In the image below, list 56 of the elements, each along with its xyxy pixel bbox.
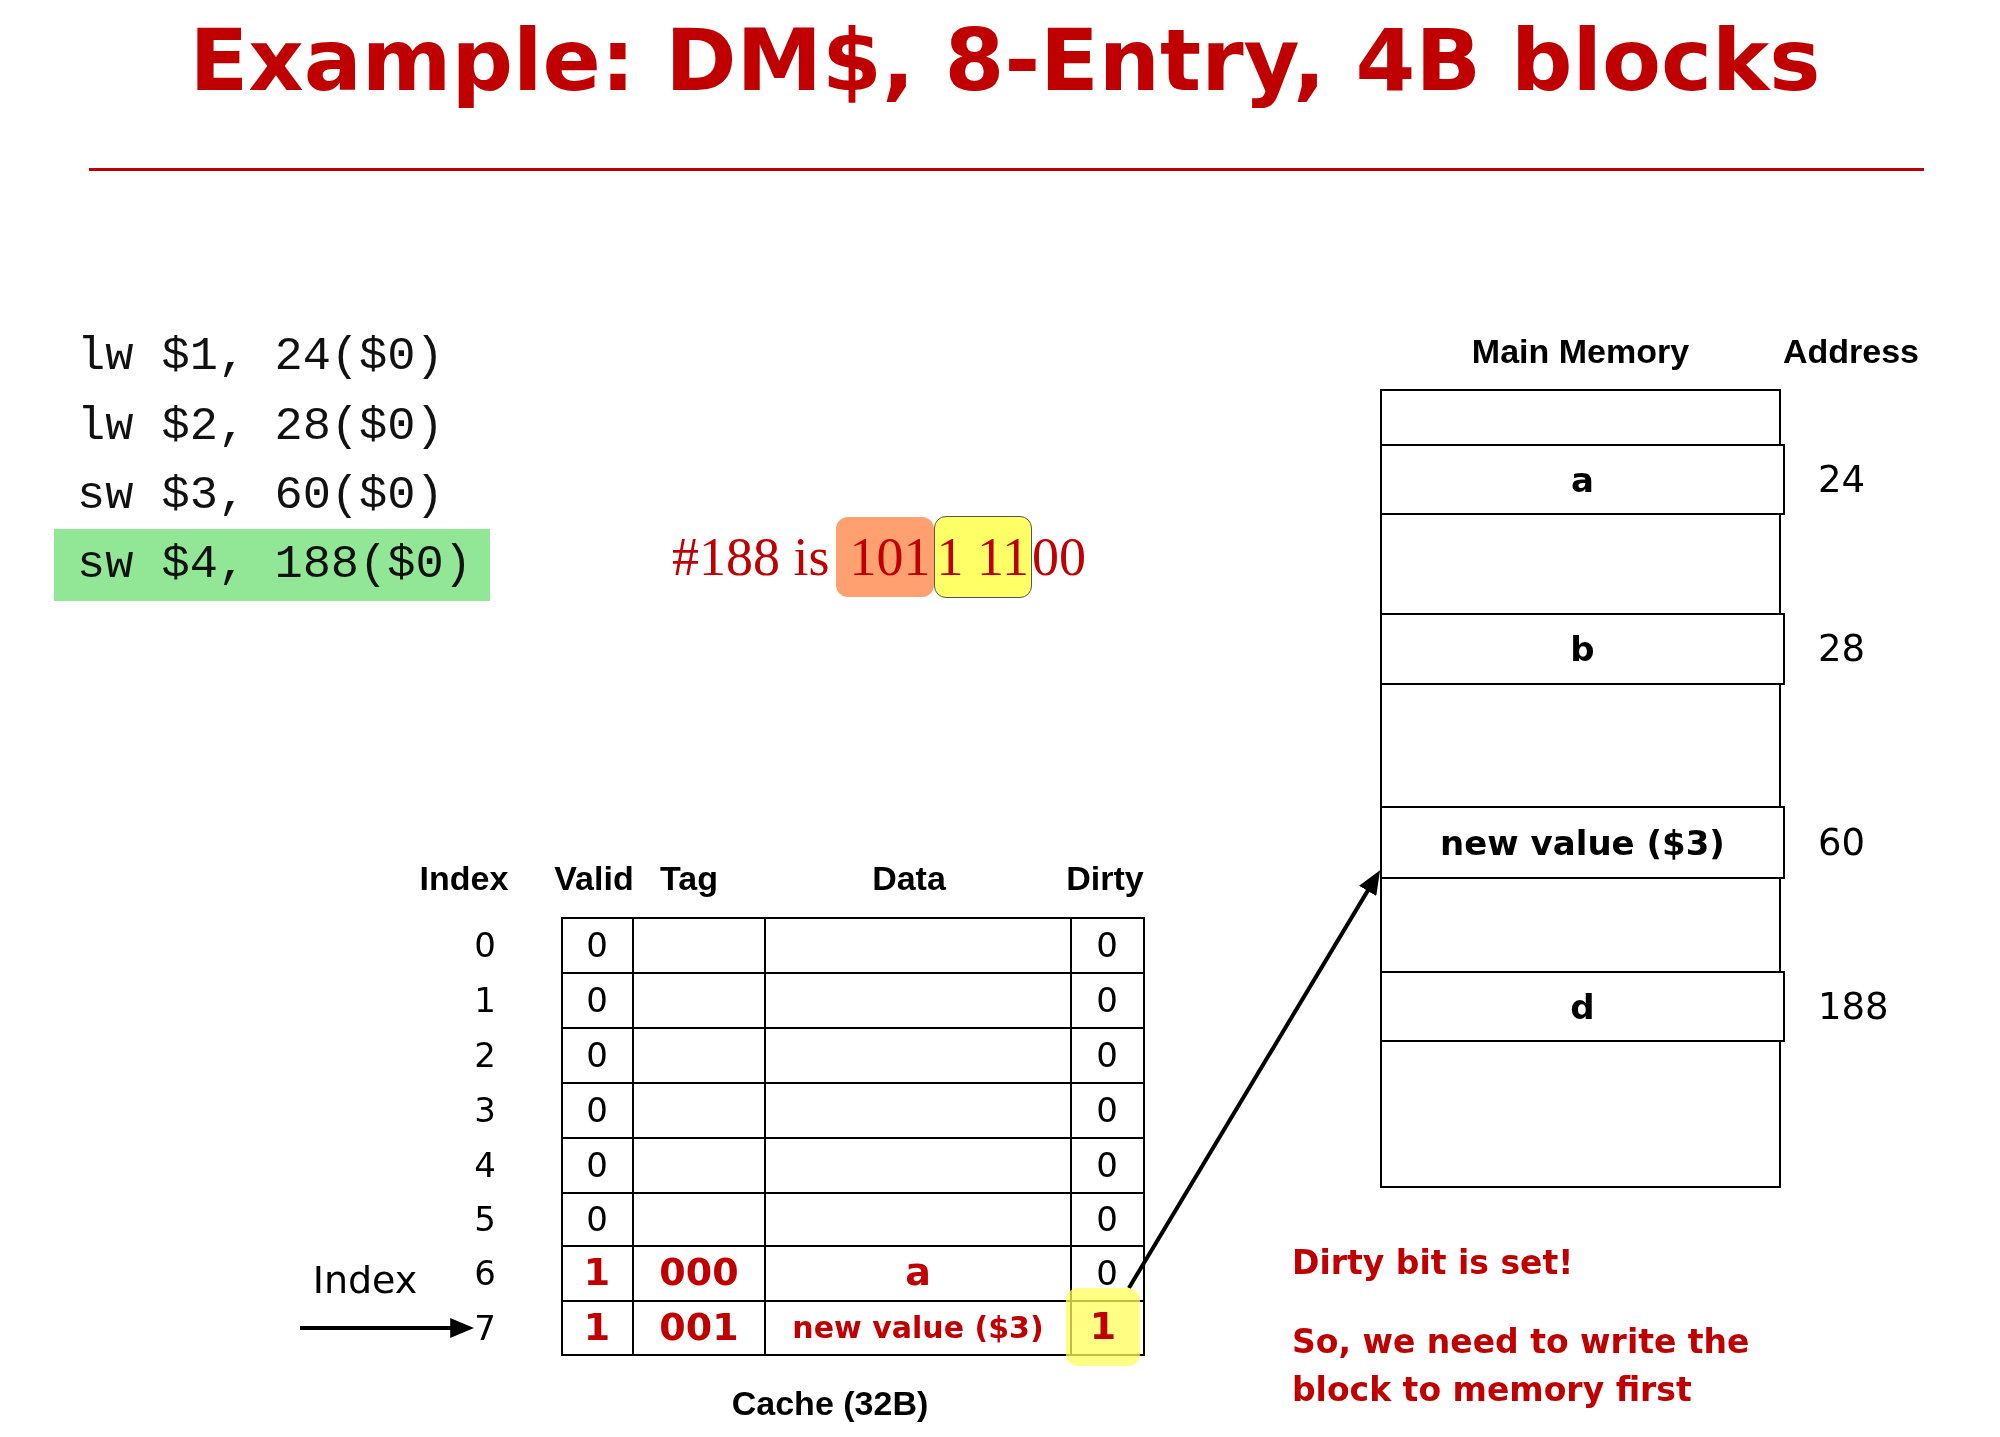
valid-bit: 0	[586, 1198, 608, 1240]
address-text: #188 is	[672, 530, 830, 584]
code-line: lw $2, 28($0)	[77, 398, 444, 455]
row-index: 0	[474, 924, 496, 966]
valid-bit: 0	[586, 979, 608, 1021]
arrow	[300, 1318, 475, 1338]
row-index: 3	[474, 1089, 496, 1131]
arrow	[1127, 870, 1381, 1290]
row-index: 6	[474, 1252, 496, 1294]
tag-bits-highlight: 101	[835, 517, 934, 597]
valid-bit: 0	[586, 924, 608, 966]
address-label: 28	[1818, 626, 1866, 672]
data-value: a	[905, 1250, 931, 1296]
code-line: sw $3, 60($0)	[77, 467, 444, 524]
column-header: Index	[419, 857, 509, 899]
code-line: lw $1, 24($0)	[77, 328, 444, 385]
memory-block: d	[1380, 971, 1785, 1042]
valid-bit: 0	[586, 1089, 608, 1131]
dirty-bit: 0	[1096, 979, 1118, 1021]
offset-bits: 00	[1032, 530, 1087, 584]
slide-title: Example: DM$, 8-Entry, 4B blocks	[189, 12, 1821, 108]
column-header: Tag	[660, 857, 718, 899]
address-label: 60	[1818, 820, 1866, 865]
memory-heading: Main Memory	[1471, 330, 1690, 372]
edge-label: Index	[312, 1258, 418, 1304]
row-index: 5	[474, 1198, 496, 1240]
row-index: 4	[474, 1144, 496, 1186]
dirty-bit: 0	[1096, 1198, 1118, 1240]
tag-value: 000	[659, 1250, 739, 1296]
address-label: 188	[1818, 984, 1889, 1029]
valid-bit: 0	[586, 1144, 608, 1186]
valid-bit: 1	[583, 1305, 611, 1351]
data-value: new value ($3)	[792, 1310, 1044, 1346]
column-header: Valid	[554, 857, 634, 899]
note-text: So, we need to write the block to memory first	[1292, 1321, 1751, 1411]
tag-value: 001	[659, 1305, 739, 1351]
column-header: Address	[1782, 330, 1920, 372]
row-index: 7	[474, 1307, 496, 1349]
memory-block: b	[1380, 613, 1785, 685]
memory-block: new value ($3)	[1380, 806, 1785, 879]
table-caption: Cache (32B)	[731, 1382, 929, 1424]
memory-block: a	[1380, 444, 1785, 515]
note-text: Dirty bit is set!	[1292, 1242, 1574, 1284]
row-index: 1	[474, 979, 496, 1021]
valid-bit: 1	[583, 1250, 611, 1296]
dirty-bit-highlight: 1	[1066, 1288, 1140, 1366]
column-header: Dirty	[1066, 857, 1144, 899]
dirty-bit: 0	[1096, 1034, 1118, 1076]
valid-bit: 0	[586, 1034, 608, 1076]
row-index: 2	[474, 1034, 496, 1076]
address-label: 24	[1818, 457, 1866, 502]
column-header: Data	[872, 857, 946, 899]
index-bits-highlight: 1 11	[933, 516, 1033, 598]
dirty-bit: 0	[1096, 1089, 1118, 1131]
dirty-bit: 0	[1096, 924, 1118, 966]
dirty-bit: 0	[1096, 1144, 1118, 1186]
